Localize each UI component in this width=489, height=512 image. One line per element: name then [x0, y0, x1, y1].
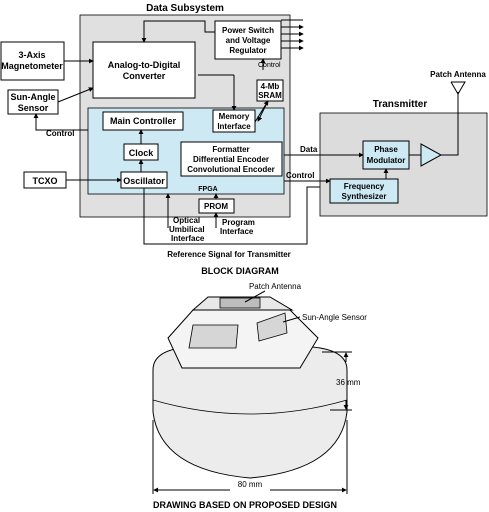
fpga-label: FPGA — [198, 186, 217, 193]
transmitter-title: Transmitter — [373, 99, 428, 110]
main-controller-label: Main Controller — [110, 116, 176, 126]
power-switch-block — [214, 20, 282, 60]
freq-synth-label-1: Frequency — [344, 182, 385, 191]
patch-antenna-pad — [219, 297, 261, 309]
magnetometer-label-2: Magnetometer — [1, 61, 63, 71]
sram-label-1: 4-Mb — [261, 82, 280, 91]
sram-label-2: SRAM — [258, 91, 282, 100]
phase-modulator-label-1: Phase — [374, 145, 398, 154]
reference-signal-line — [143, 186, 320, 245]
oscillator-label: Oscillator — [123, 176, 165, 186]
phase-modulator-block — [362, 140, 410, 170]
clock-label: Clock — [129, 148, 155, 158]
patch-antenna-label: Patch Antenna — [430, 70, 486, 79]
memory-interface-label-1: Memory — [219, 112, 250, 121]
data-subsystem-title: Data Subsystem — [146, 3, 224, 14]
optical-label-2: Umbilical — [169, 225, 205, 234]
program-label-1: Program — [222, 218, 255, 227]
amp-to-antenna-line — [441, 92, 459, 156]
freq-synth-label-2: Synthesizer — [342, 192, 387, 201]
power-to-adc-line — [141, 20, 215, 43]
sun-angle-label-2: Sensor — [18, 103, 49, 113]
memory-interface-label-2: Interface — [217, 122, 251, 131]
adc-label-2: Converter — [123, 71, 166, 81]
control-left-label: Control — [46, 129, 74, 138]
tcxo-label: TCXO — [32, 176, 57, 186]
frequency-synthesizer-block — [329, 178, 399, 204]
optical-label-1: Optical — [173, 216, 200, 225]
sun-to-adc-arrow — [57, 87, 94, 103]
sram-block — [256, 79, 284, 102]
adc-block — [92, 41, 196, 99]
program-label-2: Interface — [220, 227, 254, 236]
formatter-label-3: Convolutional Encoder — [187, 165, 275, 174]
drawing-caption: DRAWING BASED ON PROPOSED DESIGN — [153, 500, 337, 510]
control-tx-label: Control — [286, 171, 314, 180]
power-switch-label-1: Power Switch — [222, 26, 274, 35]
formatter-label-1: Formatter — [212, 145, 249, 154]
block-diagram-caption: BLOCK DIAGRAM — [201, 266, 279, 276]
sun-angle-label-1: Sun-Angle — [11, 92, 56, 102]
optical-label-3: Interface — [171, 234, 205, 243]
prom-label: PROM — [204, 202, 228, 211]
sensor-window-left — [188, 324, 239, 349]
magnetometer-block — [0, 41, 65, 81]
magnetometer-label-1: 3-Axis — [18, 50, 45, 60]
power-switch-label-2: and Voltage — [226, 36, 271, 45]
control-small-label: Control — [258, 62, 281, 69]
patch-antenna-leader — [244, 290, 266, 303]
width-dim-label: 80 mm — [238, 480, 263, 489]
control-to-sun-arrow — [33, 113, 88, 131]
antenna-icon — [450, 81, 466, 95]
data-label: Data — [300, 145, 318, 154]
sun-angle-sensor-block — [7, 89, 59, 115]
sram-to-mem-arrow — [257, 100, 269, 122]
phase-modulator-label-2: Modulator — [367, 156, 406, 165]
sun-angle-leader — [282, 316, 301, 323]
power-switch-label-3: Regulator — [229, 46, 266, 55]
formatter-label-2: Differential Encoder — [193, 155, 269, 164]
device-drawing — [152, 296, 348, 479]
formatter-block — [180, 141, 283, 177]
drawing-patch-antenna-label: Patch Antenna — [249, 282, 302, 291]
reference-signal-label: Reference Signal for Transmitter — [167, 250, 291, 259]
device-seam — [152, 399, 348, 415]
height-dim-label: 36 mm — [336, 378, 361, 387]
drawing-sun-angle-label: Sun-Angle Sensor — [302, 313, 367, 322]
adc-label-1: Analog-to-Digital — [108, 60, 181, 70]
sensor-window-right — [256, 312, 288, 342]
